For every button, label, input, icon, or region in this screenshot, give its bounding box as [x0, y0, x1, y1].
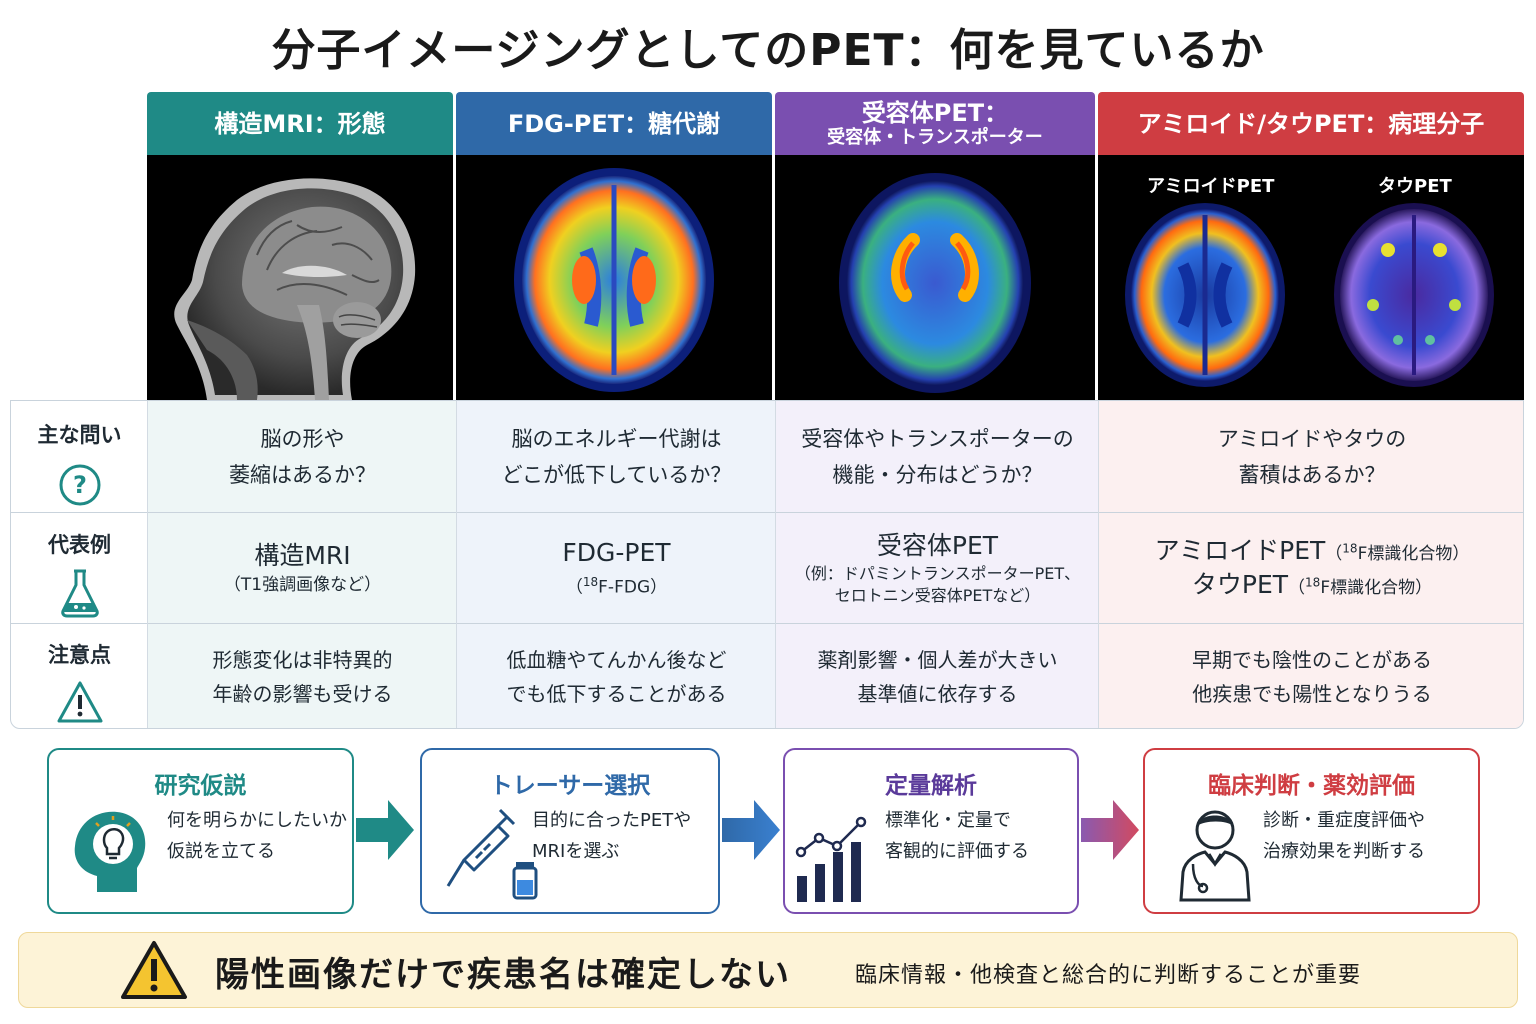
caution-cell-receptor: 薬剤影響・個人差が大きい 基準値に依存する — [817, 648, 1058, 706]
example-cell-receptor: 受容体PET （例：ドパミントランスポーターPET、 セロトニン受容体PETなど… — [794, 531, 1081, 605]
doctor-icon — [1179, 810, 1251, 902]
flow-step-clinical: 臨床判断・薬効評価 診断・重症度評価や 治療効果を判断する — [1143, 748, 1480, 914]
column-header-mri: 構造MRI：形態 — [147, 92, 453, 155]
column-header-amyloid-tau: アミロイド/タウPET：病理分子 — [1098, 92, 1524, 155]
flow-arrow-icon — [356, 800, 414, 860]
fdg-pet-image — [456, 155, 772, 400]
column-header-label: 構造MRI：形態 — [214, 109, 386, 138]
row-header-label: 注意点 — [48, 643, 111, 667]
question-cell-amyloid-tau: アミロイドやタウの 蓄積はあるか？ — [1217, 426, 1407, 487]
column-header-label: 受容体PET： — [861, 98, 1009, 127]
warning-icon — [57, 681, 102, 723]
syringe-vial-icon — [446, 808, 538, 900]
column-header-fdg: FDG-PET：糖代謝 — [456, 92, 772, 155]
comparison-table: 主な問い ? 代表例 注意点 脳の形や 萎縮はあるか？ 脳のエネルギー代謝は ど… — [10, 400, 1524, 729]
question-icon: ? — [59, 464, 100, 506]
column-header-label: アミロイド/タウPET：病理分子 — [1137, 109, 1485, 138]
example-cell-mri: 構造MRI （T1強調画像など） — [223, 541, 382, 595]
warning-main-text: 陽性画像だけで疾患名は確定しない — [215, 955, 791, 995]
example-cell-fdg: FDG-PET （18F-FDG） — [562, 538, 671, 598]
flow-step-quantification: 定量解析 標準化・定量で 客観的に評価する — [783, 748, 1079, 914]
flask-icon — [60, 569, 99, 618]
svg-text:?: ? — [73, 471, 87, 499]
row-header-label: 主な問い — [37, 423, 122, 447]
row-header-caution: 注意点 — [11, 639, 148, 725]
column-header-receptor: 受容体PET： 受容体・トランスポーター — [775, 92, 1095, 155]
warning-banner: 陽性画像だけで疾患名は確定しない 臨床情報・他検査と総合的に判断することが重要 — [18, 932, 1518, 1008]
tau-pet-label: タウPET — [1378, 176, 1452, 197]
caution-cell-amyloid-tau: 早期でも陰性のことがある 他疾患でも陽性となりうる — [1192, 648, 1432, 706]
page-title: 分子イメージングとしてのPET：何を見ているか — [271, 25, 1265, 76]
warning-sub-text: 臨床情報・他検査と総合的に判断することが重要 — [855, 963, 1362, 988]
question-cell-receptor: 受容体やトランスポーターの 機能・分布はどうか？ — [801, 426, 1074, 487]
column-header-sublabel: 受容体・トランスポーター — [827, 126, 1043, 148]
flow-step-tracer: トレーサー選択 目的に合ったPETや MRIを選ぶ — [420, 748, 720, 914]
receptor-pet-image — [775, 155, 1095, 400]
bar-chart-icon — [795, 816, 867, 902]
row-header-question: 主な問い ? — [11, 419, 148, 507]
question-cell-mri: 脳の形や 萎縮はあるか？ — [229, 426, 376, 487]
head-lightbulb-icon — [74, 811, 146, 892]
warning-triangle-icon — [121, 941, 187, 999]
amyloid-tau-pet-image — [1098, 155, 1524, 400]
row-header-example: 代表例 — [11, 529, 148, 619]
caution-cell-mri: 形態変化は非特異的 年齢の影響も受ける — [212, 648, 393, 706]
mri-sagittal-image — [147, 155, 453, 400]
caution-cell-fdg: 低血糖やてんかん後など でも低下することがある — [506, 648, 727, 706]
flow-step-hypothesis: 研究仮説 何を明らかにしたいか 仮説を立てる — [47, 748, 354, 914]
amyloid-pet-label: アミロイドPET — [1147, 176, 1275, 197]
flow-arrow-icon — [1081, 800, 1139, 860]
flow-arrow-icon — [722, 800, 780, 860]
column-header-label: FDG-PET：糖代謝 — [507, 109, 721, 138]
example-cell-amyloid-tau: アミロイドPET（18F標識化合物） タウPET（18F標識化合物） — [1154, 536, 1470, 599]
question-cell-fdg: 脳のエネルギー代謝は どこが低下しているか？ — [501, 426, 732, 487]
row-header-label: 代表例 — [48, 533, 111, 557]
